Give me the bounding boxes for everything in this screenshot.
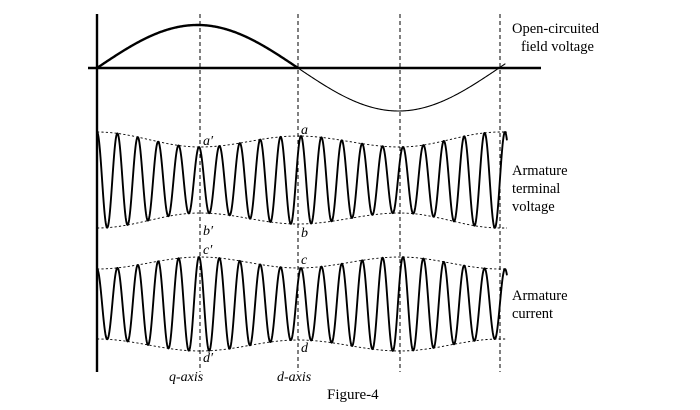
d-axis-label: d-axis [277,370,312,385]
figure-caption: Figure-4 [327,387,379,403]
point-label-d: d [301,341,309,356]
field-voltage-label-line1: Open-circuited [512,21,600,37]
point-label-a-prime: a′ [203,134,214,149]
field-voltage-label-line2: field voltage [521,39,594,55]
field-voltage-positive-half [95,23,300,70]
field-voltage-negative-half [297,63,506,112]
side-label-armature-current: Armature current [512,288,568,322]
armature-voltage-label-line2: terminal [512,181,560,197]
armature-current-label-line2: current [512,306,553,322]
armature-voltage-label-line1: Armature [512,163,568,179]
q-axis-label: q-axis [169,370,204,385]
voltage-envelope-lower [96,212,507,229]
armature-voltage-label-line3: voltage [512,199,555,215]
armature-terminal-voltage-waveform [96,131,508,229]
point-label-c-prime: c′ [203,243,213,258]
side-label-field-voltage: Open-circuited field voltage [512,21,600,55]
armature-current-label-line1: Armature [512,288,568,304]
point-label-d-prime: d′ [203,351,214,366]
current-envelope-lower [96,338,507,352]
armature-current-waveform [96,256,508,352]
side-label-armature-voltage: Armature terminal voltage [512,163,568,215]
point-label-b: b [301,226,308,241]
current-envelope-upper [96,256,507,270]
point-label-b-prime: b′ [203,224,214,239]
point-label-a: a [301,123,308,138]
marker-lines [199,14,501,372]
point-label-c: c [301,253,308,268]
